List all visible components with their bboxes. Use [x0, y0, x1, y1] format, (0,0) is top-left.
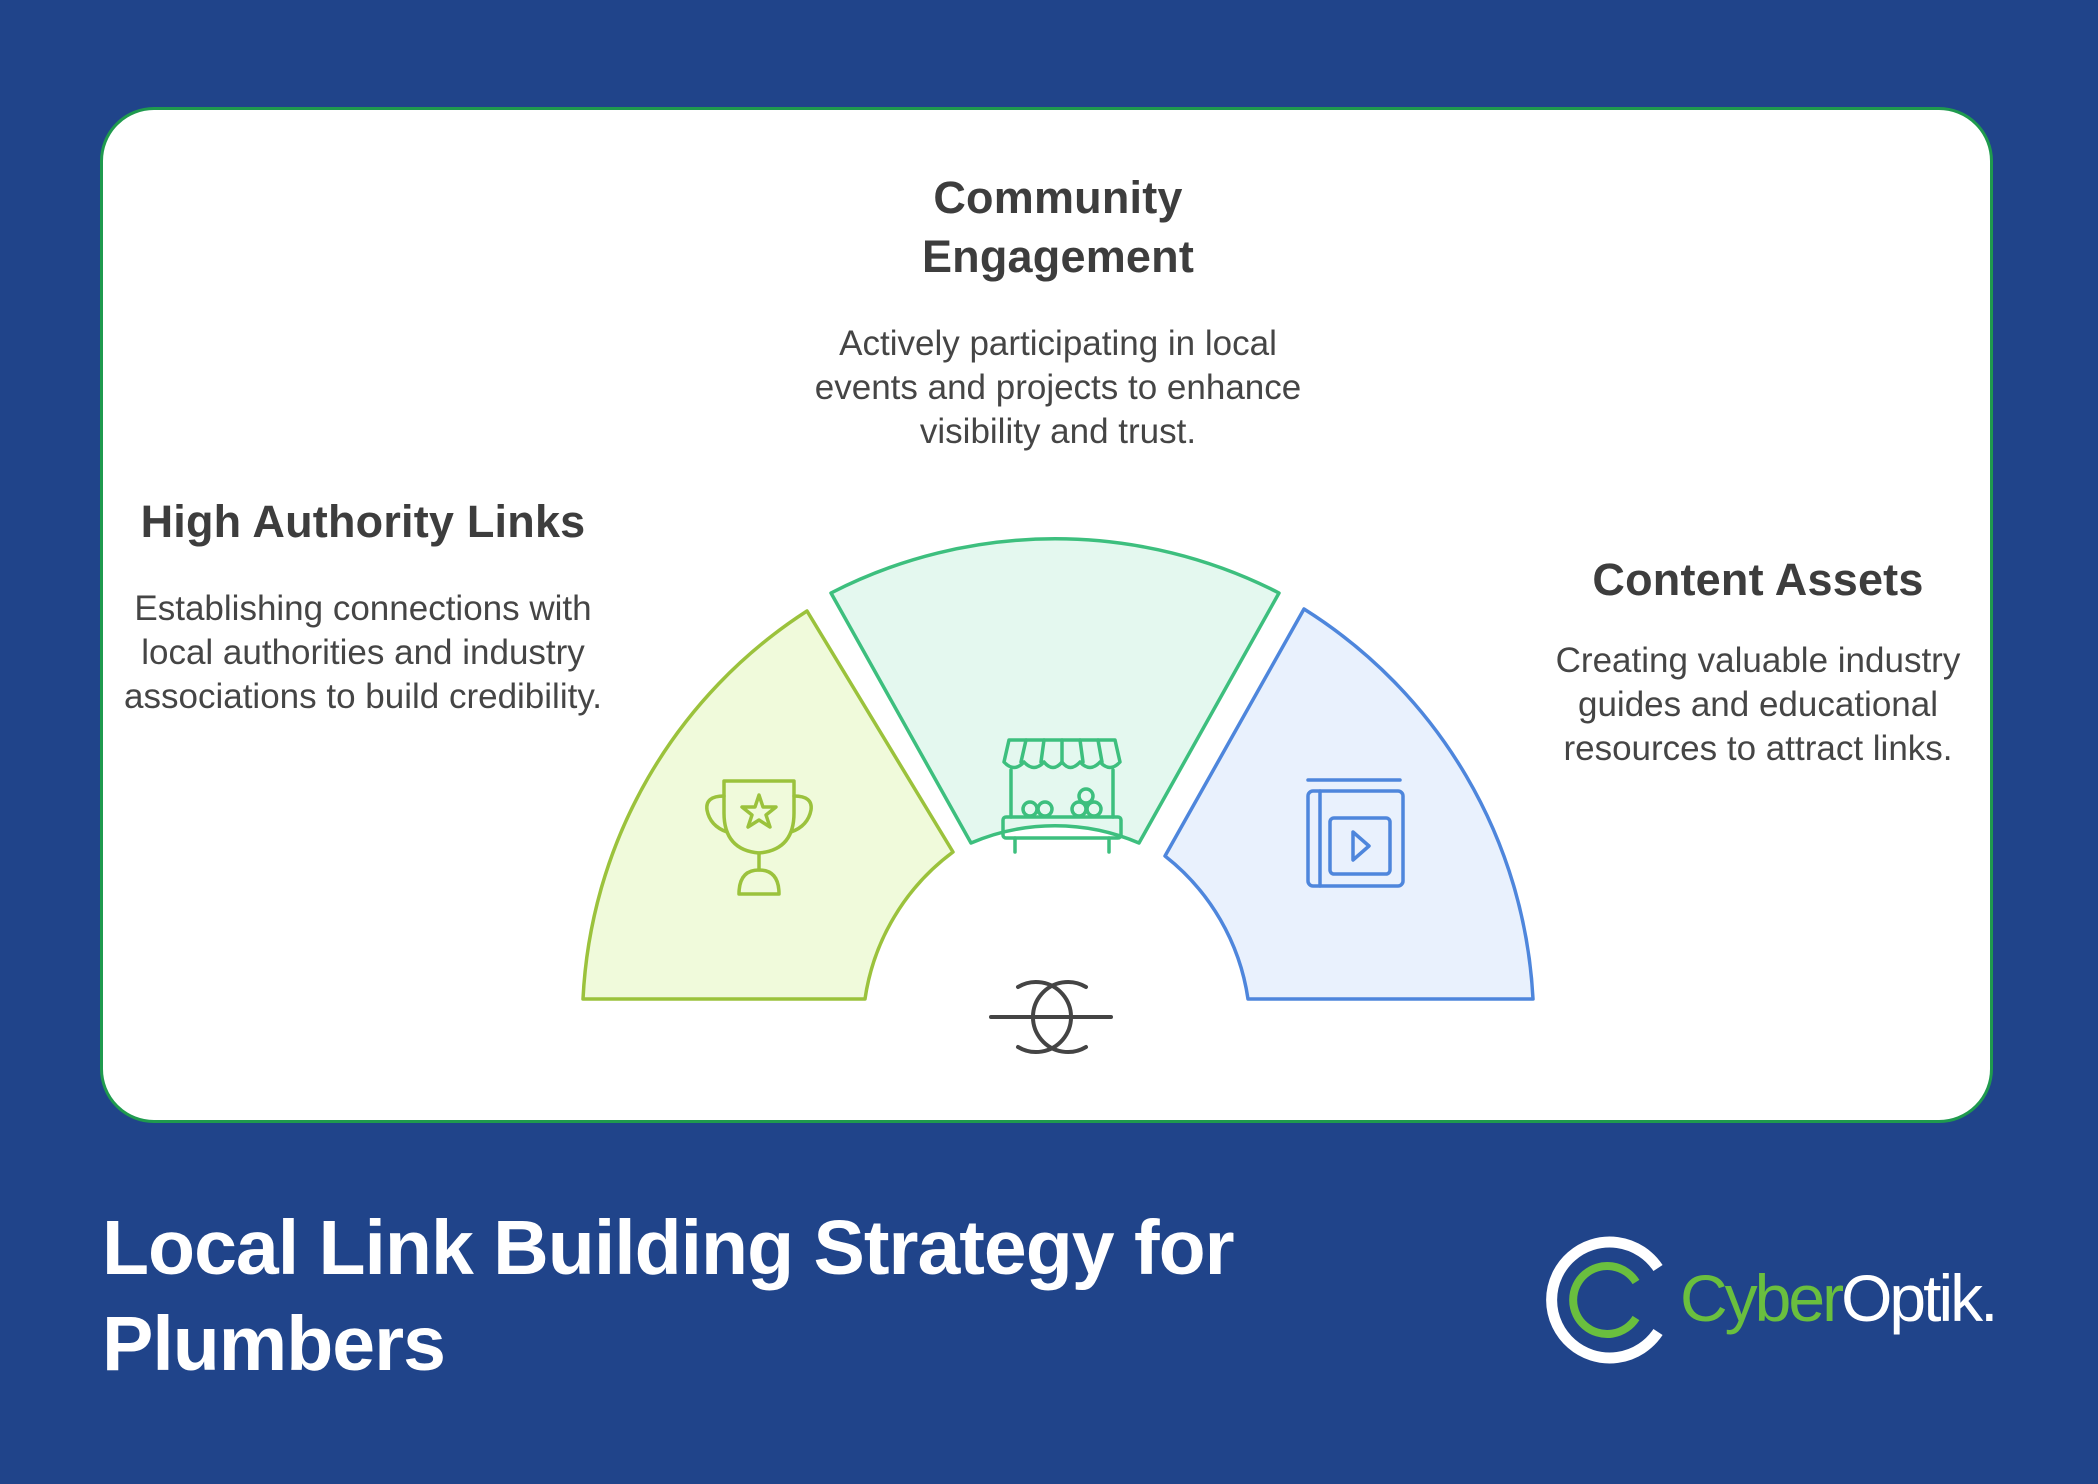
content-assets-description: Creating valuable industry guides and ed… — [1555, 641, 1961, 768]
logo-ring-icon — [1546, 1236, 1663, 1364]
content-assets-block: Content Assets Creating valuable industr… — [1523, 550, 1993, 771]
high-authority-links-heading: High Authority Links — [140, 496, 586, 547]
trophy-star-icon — [705, 779, 813, 896]
diagram-card: Community Engagement Actively participat… — [100, 107, 1993, 1123]
high-authority-links-block: High Authority Links Establishing connec… — [123, 492, 603, 719]
logo-wordmark: CyberOptik. — [1680, 1258, 1998, 1338]
content-assets-heading: Content Assets — [1592, 554, 1924, 605]
segment-content-assets — [1163, 607, 1535, 1001]
segment-community-engagement — [829, 537, 1281, 845]
semicircle-diagram — [581, 537, 1535, 1054]
logo-text-cyber: Cyber — [1680, 1261, 1844, 1335]
segment-high-authority-links — [581, 609, 955, 1001]
logo-text-optik: Optik. — [1841, 1261, 1998, 1335]
video-book-icon — [1306, 778, 1405, 888]
community-engagement-heading: Community Engagement — [921, 172, 1195, 282]
chain-link-icon — [989, 980, 1113, 1054]
market-stall-icon — [1001, 738, 1123, 854]
page-title: Local Link Building Strategy for Plumber… — [102, 1205, 1235, 1387]
community-engagement-block: Community Engagement Actively participat… — [808, 168, 1308, 454]
community-engagement-description: Actively participating in local events a… — [814, 324, 1302, 451]
cyberoptik-logo: CyberOptik. — [1540, 1230, 2010, 1370]
high-authority-links-description: Establishing connections with local auth… — [124, 589, 602, 716]
